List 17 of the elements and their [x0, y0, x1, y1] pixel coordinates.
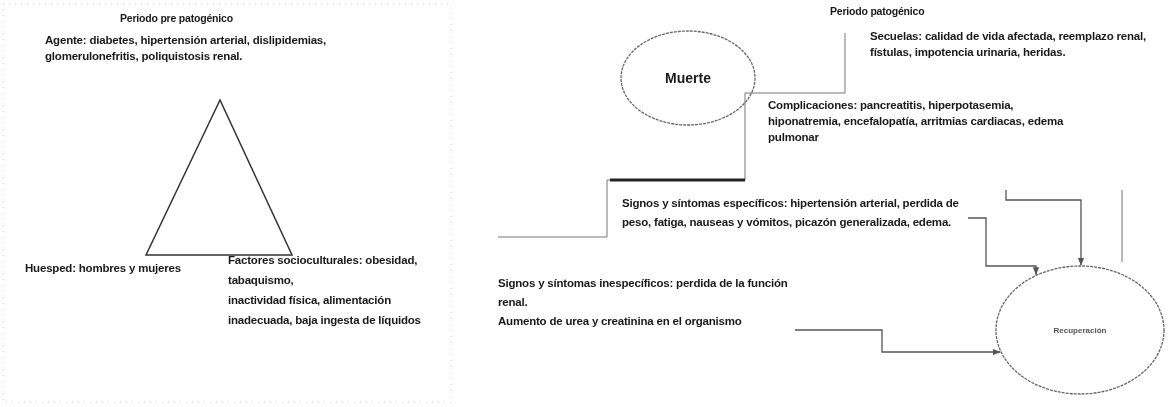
- arrow: [967, 217, 1040, 276]
- ellipse-node: [620, 30, 756, 126]
- node-label: Recuperación: [1053, 325, 1107, 335]
- symptom-text: Signos y síntomas inespecíficos: perdida de la función renal.: [498, 276, 789, 310]
- arrow: [1005, 189, 1085, 266]
- complications-text: Complicaciones: pancreatitis, hiperpotasemia, hiponatremia, encefalopatía, arritmias cardiacas, edema pulmonar: [768, 98, 1065, 145]
- section-title: Periodo pre patogénico: [120, 11, 234, 26]
- ellipse-node: [995, 265, 1165, 395]
- host-text: Huesped: hombres y mujeres: [25, 261, 182, 276]
- node-label: Muerte: [665, 70, 711, 86]
- arrow: [794, 329, 1001, 356]
- symptom-text: Aumento de urea y creatinina en el organismo: [498, 314, 743, 329]
- sequelae-text: Secuelas: calidad de vida afectada, reemplazo renal, fístulas, impotencia urinaria, heridas.: [870, 29, 1147, 60]
- section-title: Periodo patogénico: [830, 4, 926, 19]
- agent-text: Agente: diabetes, hipertensión arterial, dislipidemias, glomerulonefritis, poliquistosis renal.: [45, 33, 328, 64]
- symptom-text: Signos y síntomas específicos: hipertensión arterial, perdida de peso, fatiga, nauseas y vómitos, picazón generalizada, edema.: [622, 196, 960, 230]
- factors-text: inactividad física, alimentación inadecuada, baja ingesta de líquidos: [228, 293, 422, 328]
